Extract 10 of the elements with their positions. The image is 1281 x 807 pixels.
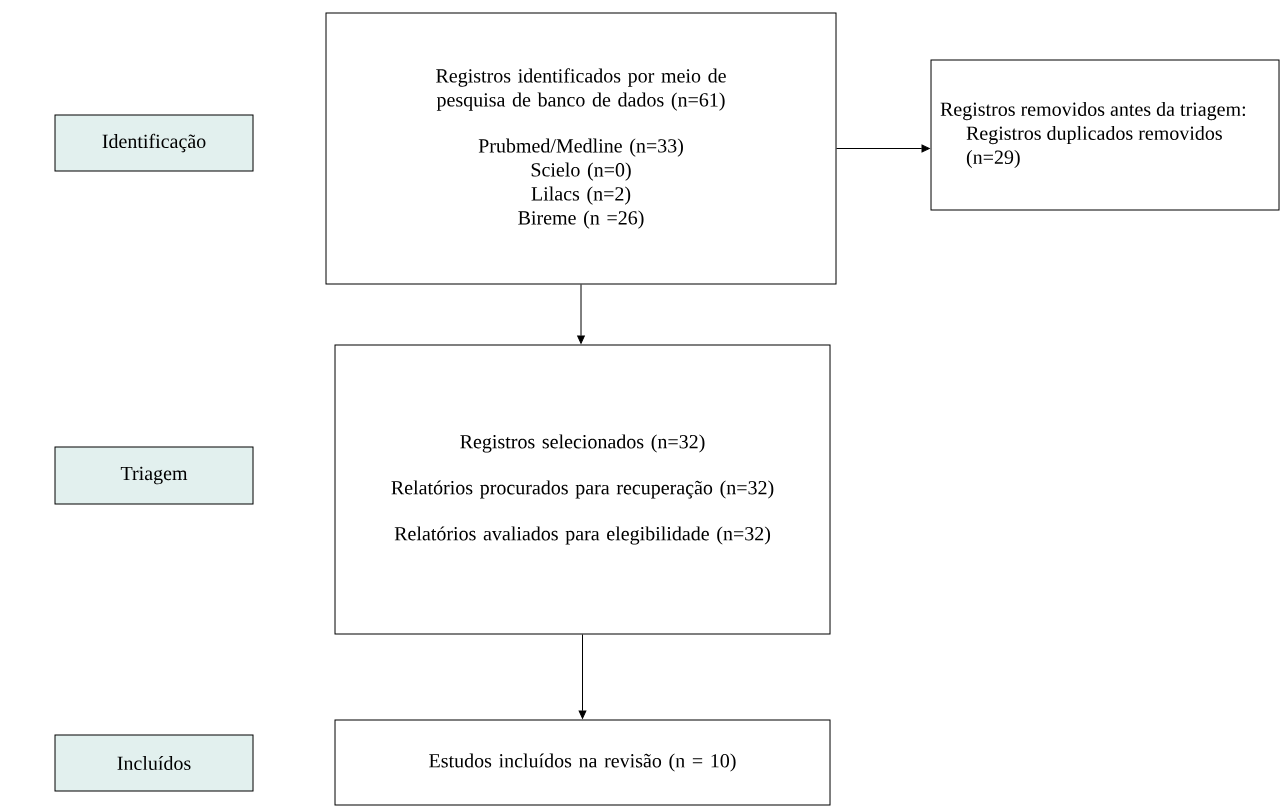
stage-box: Triagem [54, 446, 254, 505]
arrow [578, 634, 587, 719]
arrow [836, 144, 930, 153]
flow-box: Registros selecionados (n=32) Relatórios procurados para recuperação (n=32) Relatórios avaliados para elegibilidade (n=32) [334, 344, 831, 635]
stage-box: Incluídos [54, 734, 254, 792]
arrow [577, 284, 585, 344]
flow-box: Registros removidos antes da triagem: Registros duplicados removidos (n=29) [930, 59, 1280, 211]
flow-box: Registros identificados por meio de pesquisa de banco de dados (n=61) Prubmed/Medline (n=33) Scielo (n=0) Lilacs (n=2) Bireme (n =26) [325, 12, 837, 285]
stage-box: Identificação [54, 114, 254, 172]
flow-box: Estudos incluídos na revisão (n = 10) [334, 719, 831, 806]
